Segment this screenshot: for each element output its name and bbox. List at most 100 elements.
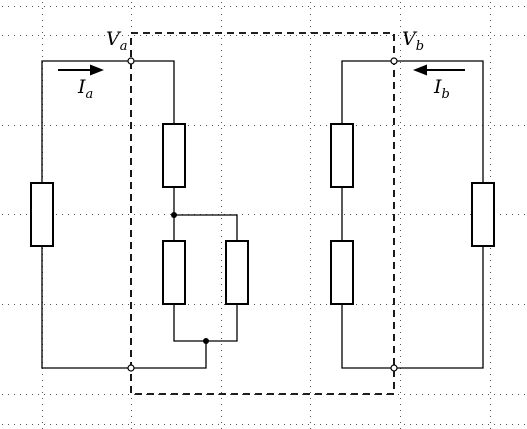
grid-dot — [42, 398, 43, 399]
grid-dot — [400, 242, 401, 243]
grid-dot — [42, 44, 43, 45]
grid-dot — [374, 304, 375, 305]
current-arrow-b-head — [413, 64, 427, 76]
grid-dot — [392, 6, 393, 7]
grid-dot — [134, 125, 135, 126]
grid-dot — [56, 6, 57, 7]
grid-dot — [400, 392, 401, 393]
grid-dot — [440, 125, 441, 126]
grid-dot — [74, 424, 75, 425]
grid-dot — [400, 344, 401, 345]
grid-dot — [490, 14, 491, 15]
grid-dot — [350, 424, 351, 425]
grid-dot — [490, 248, 491, 249]
grid-dot — [146, 394, 147, 395]
grid-dot — [400, 278, 401, 279]
grid-dot — [266, 6, 267, 7]
grid-dot — [400, 44, 401, 45]
grid-dot — [458, 424, 459, 425]
grid-dot — [290, 214, 291, 215]
grid-dot — [254, 35, 255, 36]
grid-dot — [320, 35, 321, 36]
grid-dot — [74, 394, 75, 395]
grid-dot — [42, 38, 43, 39]
grid-dot — [310, 20, 311, 21]
grid-dot — [260, 35, 261, 36]
grid-dot — [44, 394, 45, 395]
grid-dot — [482, 6, 483, 7]
grid-dot — [490, 404, 491, 405]
grid-dot — [2, 125, 3, 126]
grid-dot — [38, 394, 39, 395]
grid-dot — [92, 35, 93, 36]
grid-dot — [2, 214, 3, 215]
grid-dot — [398, 214, 399, 215]
grid-dot — [422, 214, 423, 215]
grid-dot — [32, 6, 33, 7]
grid-dot — [398, 35, 399, 36]
grid-dot — [212, 35, 213, 36]
grid-dot — [221, 344, 222, 345]
grid-dot — [221, 338, 222, 339]
resistor-lower-right — [330, 240, 354, 305]
grid-dot — [422, 35, 423, 36]
grid-dot — [221, 230, 222, 231]
grid-dot — [158, 214, 159, 215]
grid-dot — [212, 125, 213, 126]
grid-dot — [20, 125, 21, 126]
grid-dot — [122, 6, 123, 7]
grid-dot — [356, 424, 357, 425]
grid-dot — [494, 394, 495, 395]
grid-dot — [332, 214, 333, 215]
grid-dot — [490, 104, 491, 105]
grid-dot — [221, 116, 222, 117]
grid-dot — [458, 6, 459, 7]
grid-dot — [490, 128, 491, 129]
grid-dot — [310, 38, 311, 39]
grid-dot — [500, 394, 501, 395]
grid-dot — [98, 125, 99, 126]
grid-dot — [400, 254, 401, 255]
grid-dot — [490, 332, 491, 333]
grid-dot — [164, 214, 165, 215]
grid-dot — [362, 424, 363, 425]
grid-dot — [224, 304, 225, 305]
grid-dot — [386, 424, 387, 425]
grid-dot — [490, 50, 491, 51]
grid-dot — [221, 164, 222, 165]
grid-dot — [302, 394, 303, 395]
grid-dot — [116, 424, 117, 425]
grid-dot — [92, 214, 93, 215]
grid-dot — [332, 424, 333, 425]
grid-dot — [158, 304, 159, 305]
grid-dot — [221, 320, 222, 321]
label-ib: Ib — [433, 76, 450, 102]
grid-dot — [86, 35, 87, 36]
grid-dot — [131, 422, 132, 423]
grid-dot — [458, 125, 459, 126]
grid-dot — [490, 284, 491, 285]
grid-dot — [490, 296, 491, 297]
grid-dot — [434, 125, 435, 126]
grid-dot — [490, 146, 491, 147]
grid-dot — [50, 6, 51, 7]
grid-dot — [440, 304, 441, 305]
grid-dot — [221, 56, 222, 57]
grid-dot — [272, 125, 273, 126]
grid-dot — [182, 394, 183, 395]
grid-dot — [116, 125, 117, 126]
grid-dot — [224, 424, 225, 425]
grid-dot — [221, 386, 222, 387]
grid-dot — [68, 6, 69, 7]
grid-dot — [254, 214, 255, 215]
grid-dot — [218, 304, 219, 305]
grid-dot — [116, 35, 117, 36]
grid-dot — [490, 8, 491, 9]
grid-dot — [134, 6, 135, 7]
label-ia: Ia — [77, 76, 93, 102]
grid-dot — [131, 20, 132, 21]
grid-dot — [310, 176, 311, 177]
grid-dot — [400, 356, 401, 357]
grid-dot — [230, 125, 231, 126]
grid-dot — [400, 374, 401, 375]
